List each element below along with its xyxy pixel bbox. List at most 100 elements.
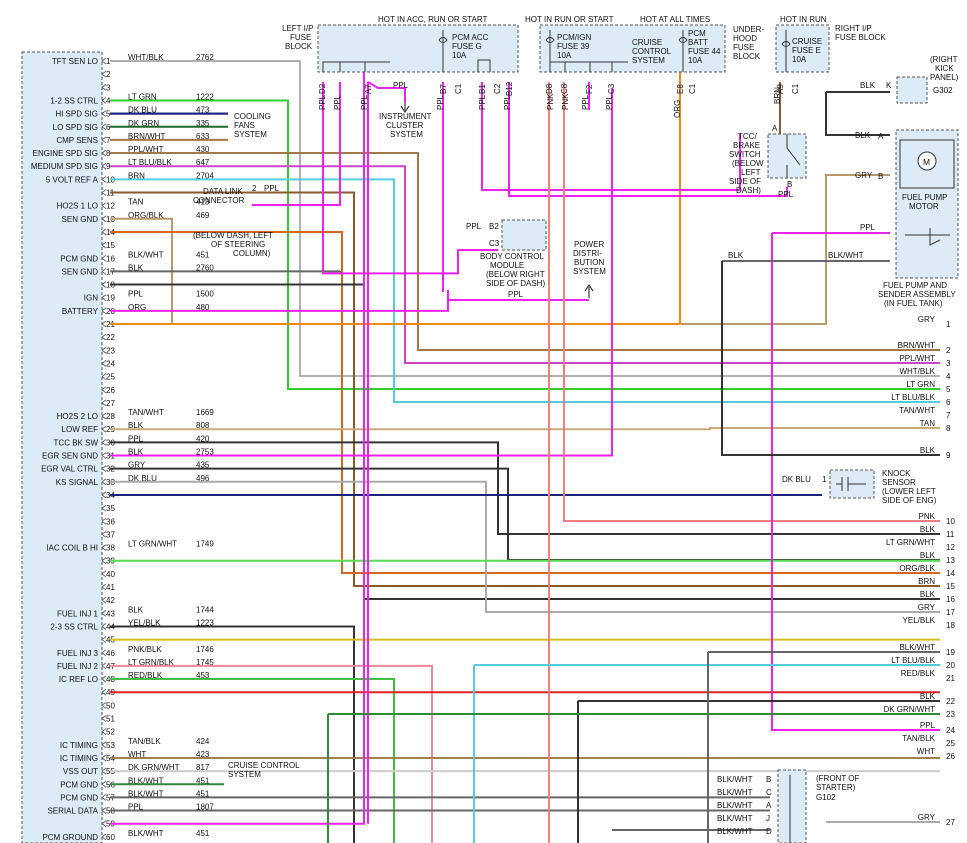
svg-text:PPL: PPL — [360, 94, 369, 110]
pin-label: 1-2 SS CTRL — [50, 96, 98, 105]
wire-color: DK BLU — [128, 106, 157, 115]
wire-color: RED/BLK — [901, 669, 936, 678]
wire-serial — [110, 72, 365, 825]
wire-c8 — [563, 82, 940, 522]
pin-label: TCC BK SW — [54, 438, 99, 447]
svg-text:DISTRI-: DISTRI- — [573, 249, 602, 258]
pin-terminal — [101, 360, 107, 367]
pin-number: 42 — [106, 596, 115, 605]
svg-text:1: 1 — [822, 475, 827, 484]
circuit-number: 633 — [196, 132, 210, 141]
pin-terminal — [101, 346, 107, 354]
pin-terminal — [101, 110, 107, 117]
circuit-number: 451 — [196, 829, 210, 838]
pin-terminal — [101, 491, 107, 499]
pin-label: PCM GND — [60, 254, 98, 263]
svg-text:BATT: BATT — [688, 38, 708, 47]
svg-text:G302: G302 — [933, 86, 953, 95]
pin-terminal — [101, 820, 107, 828]
svg-text:FUSE 39: FUSE 39 — [557, 42, 590, 51]
svg-text:2: 2 — [252, 184, 257, 193]
circuit-number: 420 — [196, 434, 210, 443]
pin-number: 26 — [106, 386, 115, 395]
svg-text:SENSOR: SENSOR — [882, 478, 916, 487]
wire-color: DK BLU — [128, 474, 157, 483]
pin-label: VSS OUT — [63, 767, 98, 776]
wire-number: 27 — [946, 818, 955, 827]
circuit-number: 647 — [196, 158, 210, 167]
svg-text:10A: 10A — [688, 56, 703, 65]
knock-sensor: KNOCK SENSOR (LOWER LEFT SIDE OF ENG) 1 … — [782, 469, 937, 505]
svg-text:C1: C1 — [688, 83, 697, 94]
wire-number: 15 — [946, 582, 955, 591]
wire-color: GRY — [128, 461, 146, 470]
g302-ground: (RIGHT KICK PANEL) G302 K — [886, 55, 959, 104]
pin-label: HI SPD SIG — [55, 110, 98, 119]
svg-text:PCM/IGN: PCM/IGN — [557, 33, 591, 42]
wire-color: LT BLU/BLK — [128, 158, 172, 167]
svg-text:B2: B2 — [489, 222, 499, 231]
svg-text:C1: C1 — [791, 83, 800, 94]
svg-text:CONNECTOR: CONNECTOR — [193, 196, 245, 205]
svg-text:FUSE G: FUSE G — [452, 42, 482, 51]
pin-number: 16 — [106, 254, 115, 263]
svg-text:GRY: GRY — [855, 171, 873, 180]
pin-terminal — [101, 228, 107, 236]
pin-terminal — [101, 623, 107, 630]
pin-label: IC REF LO — [59, 675, 98, 684]
wire-number: 1 — [946, 320, 951, 329]
circuit-number: 473 — [196, 106, 210, 115]
wire-12ss — [110, 99, 940, 390]
wire-color: LT GRN/BLK — [128, 658, 175, 667]
wire-color: TAN/WHT — [128, 408, 164, 417]
pin-label: LO SPD SIG — [53, 123, 98, 132]
pin-number: 37 — [106, 530, 115, 539]
wire-color: BLK — [920, 446, 936, 455]
wire-number: 22 — [946, 697, 955, 706]
pin-terminal — [101, 544, 107, 551]
svg-text:BLK: BLK — [860, 81, 876, 90]
pin-terminal — [101, 728, 107, 736]
wire-color: RED/BLK — [128, 671, 163, 680]
pin-terminal — [101, 320, 107, 328]
wire-color: TAN/BLK — [128, 737, 161, 746]
wire-medspd — [110, 178, 940, 403]
wire-tccbk — [110, 88, 613, 457]
pin-label: KS SIGNAL — [56, 478, 99, 487]
svg-text:CONTROL: CONTROL — [632, 47, 672, 56]
circuit-number: 451 — [196, 776, 210, 785]
svg-text:10A: 10A — [452, 51, 467, 60]
pin-label: SEN GND — [62, 267, 99, 276]
circuit-number: 2753 — [196, 448, 214, 457]
circuit-number: 451 — [196, 250, 210, 259]
svg-text:SYSTEM: SYSTEM — [573, 267, 606, 276]
svg-text:F2: F2 — [585, 84, 594, 94]
wire-color: BLK — [920, 590, 936, 599]
wire-color: BLK/WHT — [899, 643, 935, 652]
svg-text:B: B — [878, 172, 883, 181]
wire-ho2s2 — [110, 427, 940, 431]
pin-number: 51 — [106, 715, 115, 724]
wire-instr — [367, 81, 406, 102]
pin-terminal — [101, 807, 107, 814]
pin-label: 5 VOLT REF A — [46, 175, 99, 184]
circuit-number: 423 — [196, 750, 210, 759]
wire-ign — [110, 290, 449, 312]
wire-color: PPL — [128, 290, 144, 299]
svg-text:BLOCK: BLOCK — [285, 42, 313, 51]
pcm-pin-26: 26 — [101, 386, 115, 395]
circuit-number: 1223 — [196, 618, 214, 627]
circuit-number: 817 — [196, 763, 210, 772]
pin-terminal — [101, 307, 107, 315]
wire-color: PPL — [920, 721, 936, 730]
pin-label: HO2S 1 LO — [57, 202, 98, 211]
circuit-number: 1807 — [196, 803, 214, 812]
wire-color: DK GRN — [128, 119, 159, 128]
